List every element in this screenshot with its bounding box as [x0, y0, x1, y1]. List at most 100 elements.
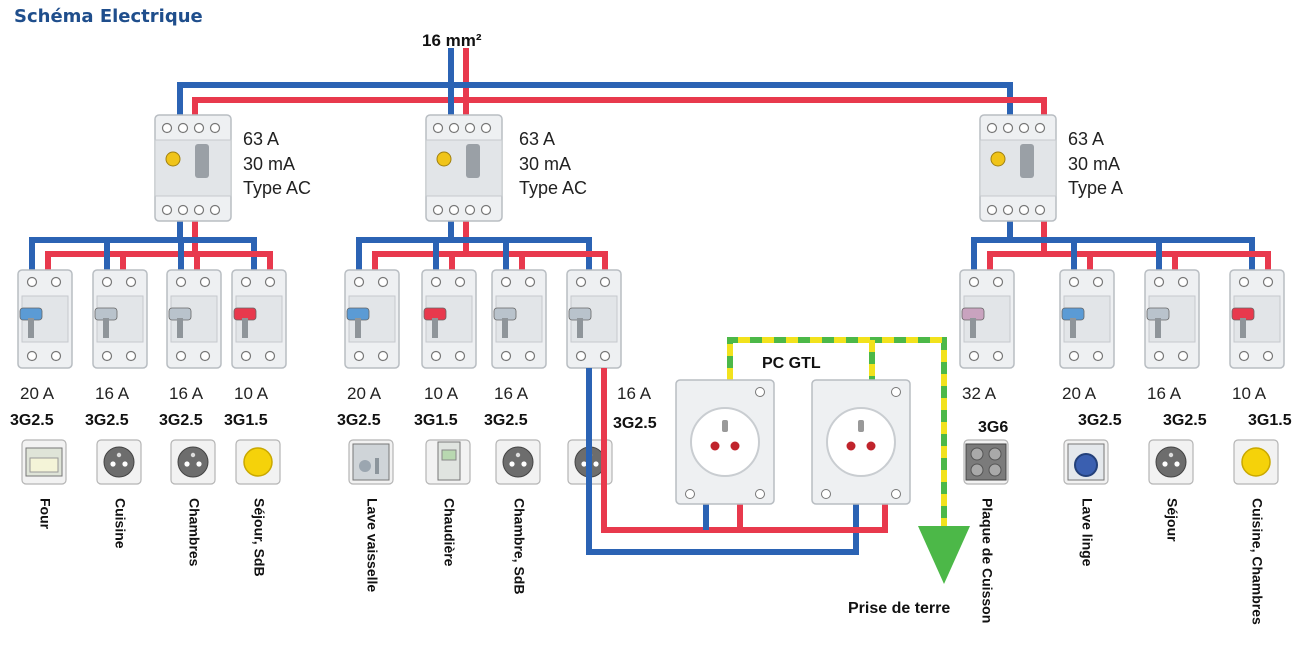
glass-shape — [375, 458, 379, 474]
earth-wire-stripe — [727, 337, 947, 532]
gtl-phase-wire — [601, 368, 888, 533]
circuit-breaker-3 — [166, 269, 222, 369]
diff-type: Type AC — [519, 178, 587, 198]
circuit-room-label: Cuisine — [112, 498, 128, 549]
circuit-cable: 3G2.5 — [10, 412, 54, 429]
terminal-screw-icon — [101, 276, 113, 288]
circuit-room-label: Lave linge — [1079, 498, 1095, 567]
toggle-stem — [1070, 318, 1076, 338]
terminal-screw-icon — [992, 276, 1004, 288]
terminal-screw-icon — [50, 350, 62, 362]
circuit-breaker-7 — [491, 269, 547, 369]
test-button-icon — [990, 151, 1006, 167]
light-icon — [1233, 439, 1279, 485]
circuit-room-label: Séjour, SdB — [251, 498, 267, 577]
socket-hole — [1174, 461, 1180, 467]
circuit-cable: 3G2.5 — [337, 412, 381, 429]
socket-hole — [593, 461, 599, 467]
terminal-screw-icon — [575, 276, 587, 288]
socket-hole — [196, 461, 202, 467]
circuit-rating: 20 A — [1062, 384, 1097, 403]
gtl-socket-1 — [675, 379, 775, 505]
boiler-icon — [425, 439, 471, 485]
circuit-room-label: Chambres — [186, 498, 202, 567]
circuit-cable: 3G1.5 — [224, 412, 268, 429]
gtl-label: PC GTL — [762, 355, 821, 372]
terminal-screw-icon — [575, 350, 587, 362]
washer-door — [1074, 453, 1098, 477]
circuit-room-label: Cuisine, Chambres — [1249, 498, 1265, 625]
terminal-screw-icon — [353, 350, 365, 362]
socket-hole — [846, 441, 856, 451]
circuit-breaker-1 — [17, 269, 73, 369]
bulb-shape — [243, 447, 273, 477]
breaker-face — [154, 139, 232, 197]
circuit-breaker-10 — [1059, 269, 1115, 369]
cooktop-body — [965, 443, 1007, 481]
terminal-screw-icon — [26, 276, 38, 288]
diagram-title: Schéma Electrique — [14, 6, 203, 27]
terminal-screw-icon — [432, 122, 444, 134]
lever-icon — [1020, 144, 1034, 178]
terminal-screw-icon — [177, 122, 189, 134]
terminal-screw-icon — [199, 350, 211, 362]
terminal-screw-icon — [377, 276, 389, 288]
circuit-cable: 3G2.5 — [484, 412, 528, 429]
circuit-cable: 3G1.5 — [414, 412, 458, 429]
terminal-screw-icon — [430, 276, 442, 288]
terminal-screw-icon — [1068, 276, 1080, 288]
diff-sensitivity: 30 mA — [519, 154, 571, 174]
circuit-rating: 20 A — [20, 384, 55, 403]
burner-shape — [988, 463, 1002, 477]
terminal-screw-icon — [432, 204, 444, 216]
socket-hole — [509, 461, 515, 467]
terminal-screw-icon — [50, 276, 62, 288]
group-phase-bar — [45, 251, 273, 274]
terminal-screw-icon — [524, 276, 536, 288]
circuit-room-label: Four — [37, 498, 53, 530]
toggle-stem — [28, 318, 34, 338]
terminal-screw-icon — [891, 387, 901, 397]
test-button-icon — [165, 151, 181, 167]
earth-label: Prise de terre — [848, 600, 950, 617]
terminal-screw-icon — [1034, 122, 1046, 134]
lever-icon — [195, 144, 209, 178]
terminal-screw-icon — [101, 350, 113, 362]
terminal-screw-icon — [755, 387, 765, 397]
socket-face — [826, 407, 896, 477]
toggle-stem — [103, 318, 109, 338]
diff-sensitivity: 30 mA — [1068, 154, 1120, 174]
terminal-screw-icon — [1092, 350, 1104, 362]
diff-type: Type AC — [243, 178, 311, 198]
toggle-stem — [242, 318, 248, 338]
circuit-breaker-4 — [231, 269, 287, 369]
circuit-breaker-9 — [959, 269, 1015, 369]
terminal-screw-icon — [986, 204, 998, 216]
socket-face — [690, 407, 760, 477]
terminal-screw-icon — [480, 204, 492, 216]
circuit-rating: 10 A — [424, 384, 459, 403]
toggle-stem — [355, 318, 361, 338]
circuit-rating: 16 A — [95, 384, 130, 403]
socket-pin — [190, 452, 196, 458]
toggle-stem — [432, 318, 438, 338]
terminal-screw-icon — [26, 350, 38, 362]
terminal-screw-icon — [968, 276, 980, 288]
circuit-rating: 10 A — [234, 384, 269, 403]
socket-hole — [122, 461, 128, 467]
terminal-screw-icon — [599, 350, 611, 362]
circuit-cable: 3G6 — [978, 419, 1008, 436]
socket-hole — [581, 461, 587, 467]
terminal-screw-icon — [891, 489, 901, 499]
socket-face — [177, 446, 209, 478]
earth-arrow-icon — [918, 526, 970, 584]
terminal-screw-icon — [1092, 276, 1104, 288]
boiler-screen — [441, 449, 457, 461]
differential-breaker-2 — [425, 114, 503, 222]
circuit-breaker-11 — [1144, 269, 1200, 369]
terminal-screw-icon — [430, 350, 442, 362]
terminal-screw-icon — [464, 122, 476, 134]
terminal-screw-icon — [480, 122, 492, 134]
terminal-screw-icon — [1002, 204, 1014, 216]
